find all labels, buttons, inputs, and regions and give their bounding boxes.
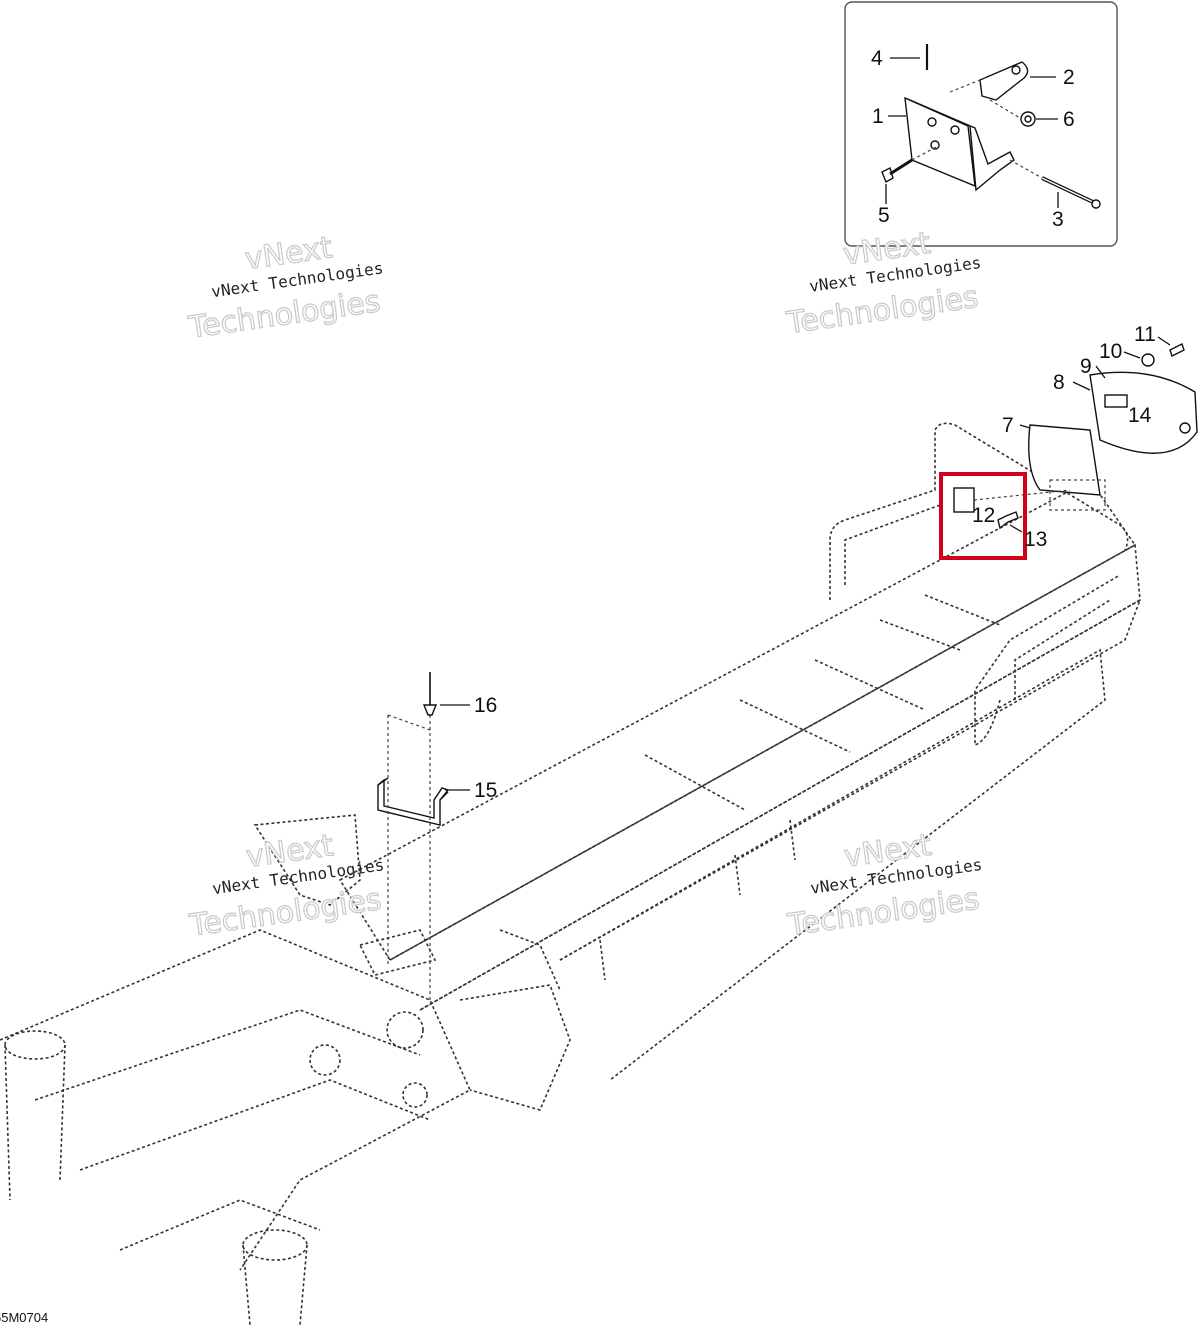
callout-2: 2 — [1063, 66, 1075, 89]
callout-11: 11 — [1134, 323, 1156, 346]
callout-7: 7 — [1002, 414, 1014, 437]
callout-6: 6 — [1063, 108, 1075, 131]
screw-part-11 — [1169, 343, 1185, 357]
bolt-part — [881, 167, 894, 184]
diagram-code: 65M0704 — [0, 1310, 48, 1325]
watermark-top-left: vNext Technologies vNext Technologies — [185, 230, 384, 347]
nut-part — [1020, 111, 1036, 127]
bolt-part-14 — [1179, 422, 1191, 434]
housing-part-8 — [1089, 371, 1198, 454]
callout-14: 14 — [1128, 404, 1152, 427]
screw-part-13 — [997, 511, 1019, 530]
highlight-frame — [939, 472, 1027, 560]
bracket-part-15 — [377, 778, 450, 826]
lens-part-7 — [1028, 424, 1101, 496]
callout-4: 4 — [871, 47, 883, 70]
callout-5: 5 — [878, 204, 890, 227]
callout-13: 13 — [1024, 528, 1047, 551]
washer-part-10 — [1141, 353, 1155, 367]
block-part-12 — [953, 487, 975, 513]
watermark-bottom-right: vNext Technologies vNext Technologies — [784, 827, 983, 944]
clip-part-16 — [422, 704, 438, 716]
callout-3: 3 — [1052, 208, 1064, 231]
callout-15: 15 — [474, 779, 497, 802]
callouts: 4 2 1 6 5 3 11 10 9 8 14 7 12 13 16 15 — [474, 47, 1156, 802]
taillight-assembly — [953, 336, 1198, 533]
callout-12: 12 — [972, 504, 995, 527]
callout-1: 1 — [872, 105, 884, 128]
callout-10: 10 — [1099, 340, 1122, 363]
callout-16: 16 — [474, 694, 497, 717]
callout-9: 9 — [1080, 355, 1092, 378]
chassis-frame — [0, 422, 1142, 1326]
callout-8: 8 — [1053, 371, 1065, 394]
watermark-bottom-left: vNext Technologies vNext Technologies — [186, 828, 385, 945]
bracket-arm-part — [979, 61, 1029, 101]
detail-inset — [844, 1, 1118, 247]
